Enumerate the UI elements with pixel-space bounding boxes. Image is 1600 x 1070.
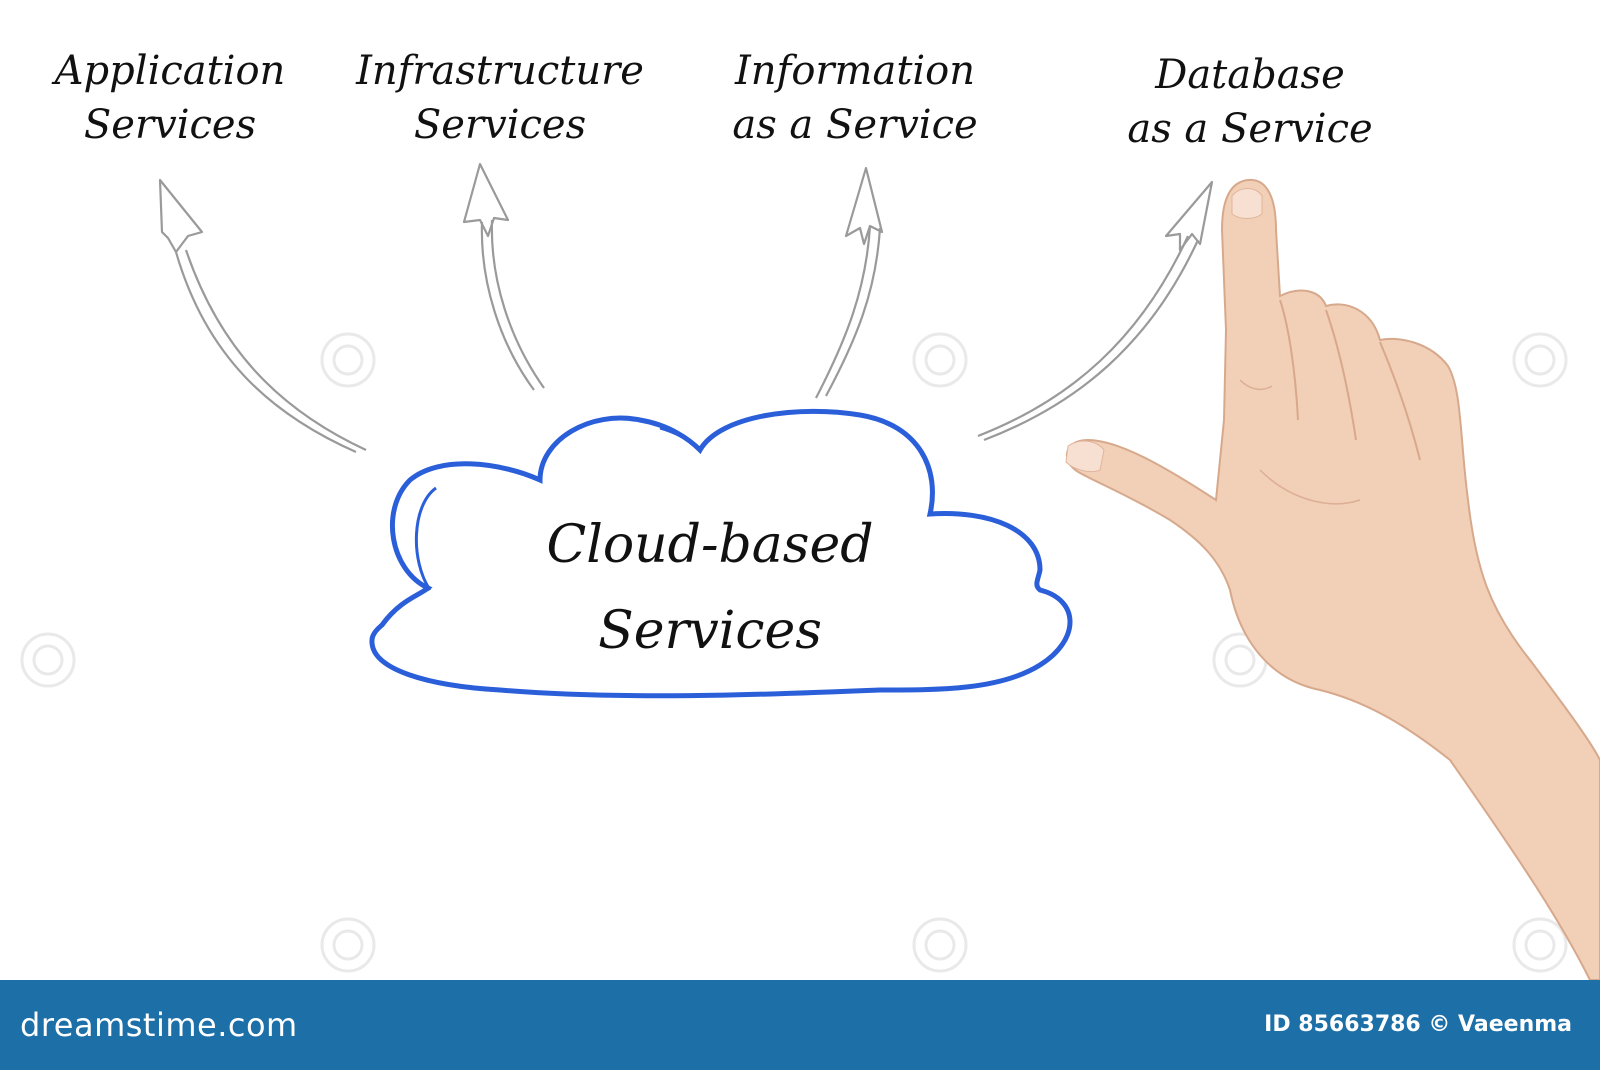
cloud-label: Cloud-based Services: [450, 502, 970, 674]
label-line: Infrastructure: [356, 48, 644, 94]
label-line: as a Service: [1127, 106, 1373, 152]
label-application-services: Application Services: [20, 44, 320, 152]
arrow-infrastructure: [462, 162, 545, 391]
cloud-label-line: Services: [598, 601, 822, 661]
image-credit: ID 85663786 © Vaeenma: [1264, 1012, 1572, 1037]
label-database-as-a-service: Database as a Service: [1090, 48, 1410, 156]
arrow-database: [977, 180, 1214, 442]
cloud-label-line: Cloud-based: [546, 515, 874, 575]
label-infrastructure-services: Infrastructure Services: [350, 44, 650, 152]
cloud-outline: [369, 408, 1073, 699]
label-line: Information: [734, 48, 976, 94]
footer-bar: dreamstime.com ID 85663786 © Vaeenma: [0, 980, 1600, 1070]
label-line: as a Service: [732, 102, 978, 148]
label-line: Services: [413, 102, 587, 148]
label-information-as-a-service: Information as a Service: [705, 44, 1005, 152]
diagram: Application Services Infrastructure Serv…: [20, 44, 1600, 980]
brand-logo[interactable]: dreamstime.com: [20, 1006, 298, 1044]
label-line: Services: [83, 102, 257, 148]
label-line: Application: [54, 48, 286, 94]
arrow-information: [815, 166, 884, 399]
hand-pointing-icon: [1065, 178, 1600, 980]
arrows: [158, 162, 1214, 454]
diagram-graphics: [20, 162, 1600, 980]
cloud-outline-inner: [414, 426, 702, 591]
label-line: Database: [1155, 52, 1345, 98]
arrow-application: [158, 178, 367, 454]
